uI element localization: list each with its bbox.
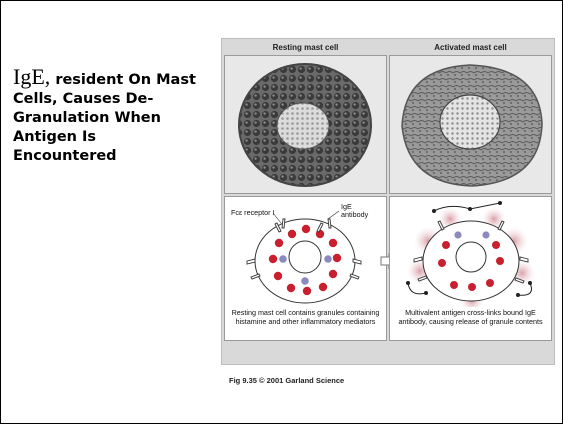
label-receptor: Fcε receptor I bbox=[231, 208, 275, 217]
micrograph-activated bbox=[389, 55, 552, 194]
label-ige-2: antibody bbox=[341, 210, 369, 219]
resting-cell-micrograph bbox=[225, 56, 386, 193]
slide-title: IgE, resident On Mast Cells, Causes De-G… bbox=[13, 67, 203, 166]
diagram-activated: Multivalent antigen cross-links bound Ig… bbox=[389, 196, 552, 341]
micrograph-resting bbox=[224, 55, 387, 194]
diagram-resting: Fcε receptor I IgE antibody Resting mast… bbox=[224, 196, 387, 341]
activated-cell-diagram bbox=[390, 197, 551, 307]
resting-cell-diagram: Fcε receptor I IgE antibody bbox=[225, 197, 386, 307]
header-resting: Resting mast cell bbox=[224, 41, 387, 54]
figure-credit: Fig 9.35 © 2001 Garland Science bbox=[229, 376, 344, 385]
title-ige: IgE, bbox=[13, 64, 50, 89]
caption-activated: Multivalent antigen cross-links bound Ig… bbox=[394, 309, 547, 326]
activated-cell-micrograph bbox=[390, 56, 551, 193]
caption-resting: Resting mast cell contains granules cont… bbox=[229, 309, 382, 326]
mast-cell-figure: Resting mast cell Activated mast cell bbox=[221, 38, 555, 365]
header-activated: Activated mast cell bbox=[389, 41, 552, 54]
